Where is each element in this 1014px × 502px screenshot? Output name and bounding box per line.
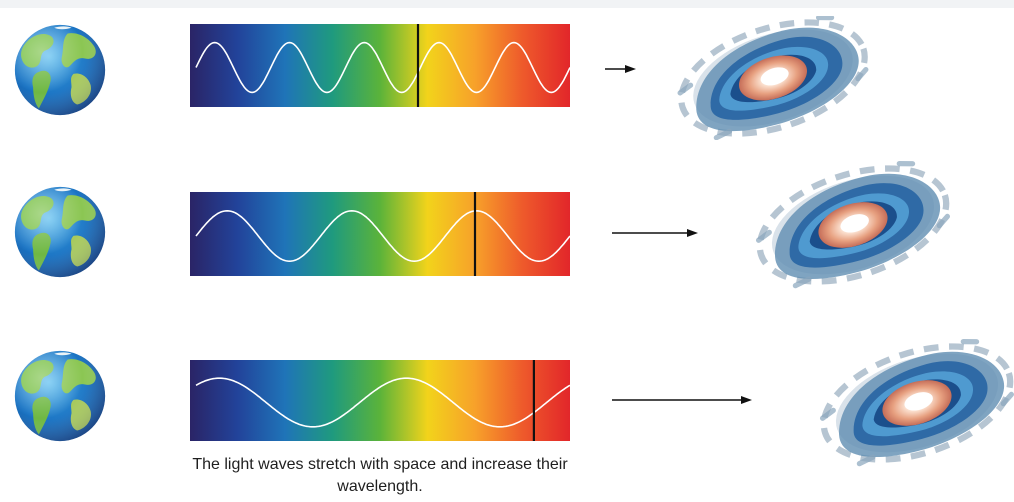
- arrow-head: [741, 396, 752, 404]
- row-1: [14, 1, 879, 154]
- spiral-galaxy-icon: [667, 1, 878, 154]
- row-3: [14, 325, 1014, 481]
- arrow-head: [687, 229, 698, 237]
- row-2: [14, 147, 961, 303]
- earth-icon: [14, 24, 106, 116]
- light-wave: [195, 41, 571, 94]
- light-wave: [195, 209, 571, 263]
- spiral-galaxy-icon: [746, 147, 961, 303]
- spectrum-bar: [190, 192, 570, 276]
- earth-icon: [14, 186, 106, 278]
- spectrum-bar: [190, 360, 570, 441]
- light-wave: [195, 377, 571, 428]
- caption-text: The light waves stretch with space and i…: [192, 456, 568, 495]
- spectrum-bar: [190, 24, 570, 107]
- arrow-head: [625, 65, 636, 73]
- earth-icon: [14, 350, 106, 442]
- top-strip: [0, 0, 1014, 8]
- spiral-galaxy-icon: [810, 325, 1014, 481]
